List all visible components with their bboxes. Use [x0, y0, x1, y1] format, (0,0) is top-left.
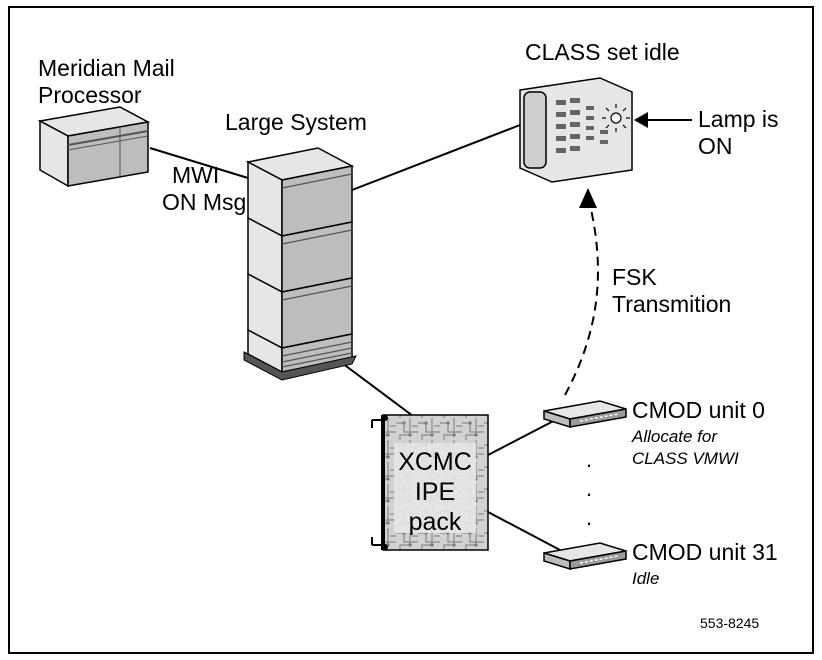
lamp-pointer-arrowhead: [634, 112, 648, 128]
cmod-unit-31-sub: Idle: [632, 569, 659, 588]
cmod-unit-31-label: CMOD unit 31: [632, 539, 778, 565]
lamp-status-label-line2: ON: [698, 133, 733, 159]
cmod-unit-31-icon: [543, 542, 627, 571]
mwi-message-label-line1: MWI: [172, 162, 219, 188]
system-to-pack-line: [337, 359, 426, 426]
connection-lines: [149, 124, 566, 551]
lamp-status-label-line1: Lamp is: [698, 106, 779, 132]
meridian-mail-label-line1: Meridian Mail: [38, 55, 175, 81]
cmod-unit-0-sub-line1: Allocate for: [631, 427, 718, 446]
mail-to-system-line: [149, 147, 249, 179]
meridian-mail-processor-icon: [37, 106, 151, 188]
fsk-label-line1: FSK: [612, 264, 657, 290]
xcmc-pack-label-line2: IPE: [415, 478, 455, 506]
ellipsis-dot: .: [586, 505, 592, 530]
xcmc-pack-label-line3: pack: [409, 508, 462, 536]
meridian-mail-label-line2: Processor: [38, 82, 142, 108]
large-system-cabinet-icon: [243, 147, 357, 381]
fsk-transmission-arrow: [564, 204, 599, 396]
large-system-label: Large System: [225, 109, 367, 135]
xcmc-ipe-pack-icon: [371, 414, 489, 551]
xcmc-pack-label-line1: XCMC: [398, 448, 472, 476]
cmod-unit-0-sub-line2: CLASS VMWI: [632, 449, 739, 468]
cmod-unit-0-icon: [543, 400, 627, 429]
message-waiting-lamp-icon: [602, 104, 630, 132]
system-to-phone-line: [351, 124, 521, 191]
ellipsis-dot: .: [586, 447, 592, 472]
fsk-arrowhead: [579, 188, 597, 208]
ellipsis-dot: .: [586, 476, 592, 501]
figure-number: 553-8245: [700, 615, 759, 631]
fsk-label-line2: Transmition: [612, 291, 731, 317]
cmod-unit-0-label: CMOD unit 0: [632, 397, 765, 423]
mwi-message-label-line2: ON Msg: [162, 189, 246, 215]
class-telephone-set-icon: [519, 77, 633, 183]
class-set-idle-label: CLASS set idle: [525, 39, 680, 65]
pack-to-cmod31-line: [487, 511, 561, 551]
